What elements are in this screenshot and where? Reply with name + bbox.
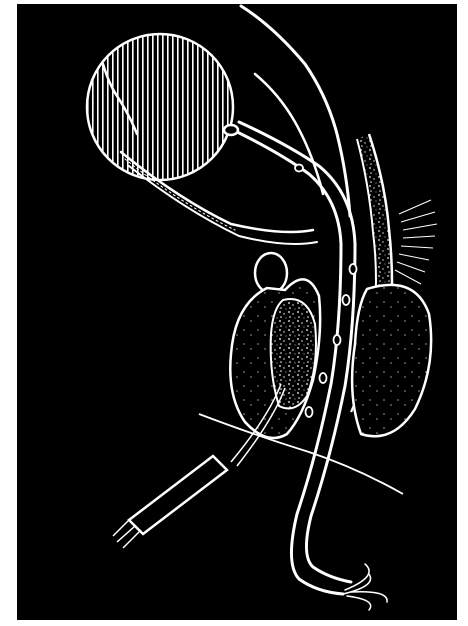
catheter-tip bbox=[224, 125, 238, 135]
illustration-frame bbox=[17, 4, 457, 620]
seminal-vesicle bbox=[255, 253, 287, 293]
bladder bbox=[87, 34, 233, 180]
anatomical-drawing bbox=[17, 4, 457, 620]
